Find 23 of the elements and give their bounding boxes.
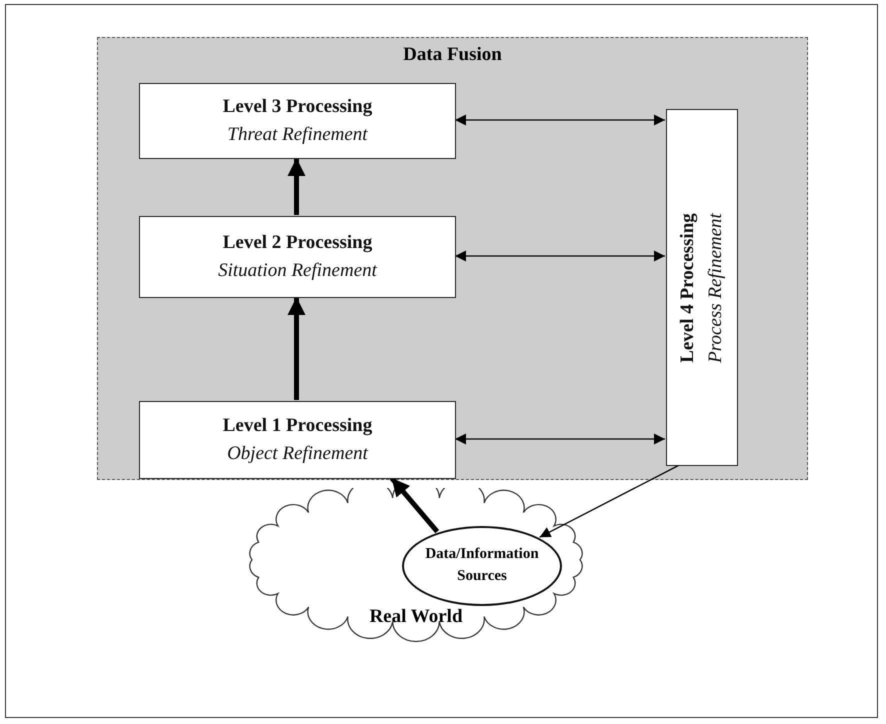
thick-arrow xyxy=(288,158,306,215)
box-title: Level 4 Processing xyxy=(677,212,699,362)
arrow xyxy=(455,250,665,262)
region-title: Data Fusion xyxy=(403,44,502,65)
process-box xyxy=(666,109,738,466)
node-label: Data/Information Sources xyxy=(424,545,540,586)
thick-arrow xyxy=(288,297,306,400)
box-subtitle: Process Refinement xyxy=(705,212,727,362)
thick-arrow xyxy=(390,476,440,534)
arrow xyxy=(455,434,665,444)
box-subtitle: Threat Refinement xyxy=(227,124,368,146)
box-title: Level 1 Processing xyxy=(222,415,372,437)
box-title: Level 3 Processing xyxy=(222,96,372,118)
process-box xyxy=(139,216,456,298)
arrow xyxy=(455,114,665,126)
cloud-label: Real World xyxy=(369,606,463,627)
process-box xyxy=(139,83,456,159)
box-title: Level 2 Processing xyxy=(222,232,372,254)
process-box xyxy=(139,401,456,479)
box-subtitle: Situation Refinement xyxy=(218,260,377,282)
box-subtitle: Object Refinement xyxy=(227,443,368,465)
arrow xyxy=(539,464,680,538)
dashed-region xyxy=(97,37,808,480)
